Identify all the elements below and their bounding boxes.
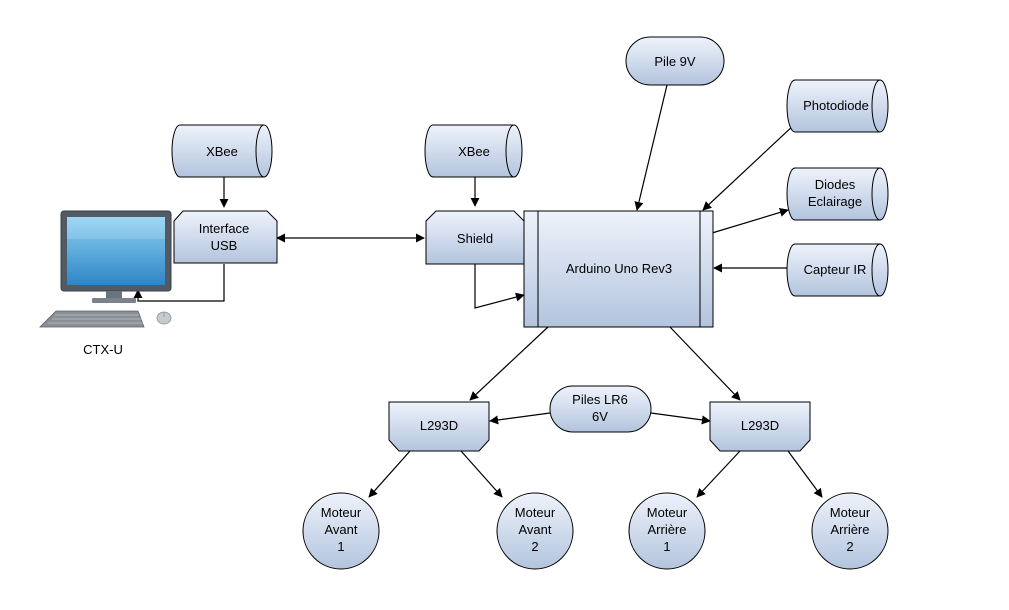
moteur-arriere-2-line1: Moteur — [830, 505, 871, 520]
piles-lr6-label-line2: 6V — [592, 409, 608, 424]
arduino-label: Arduino Uno Rev3 — [566, 261, 672, 276]
moteur-arriere-1-line1: Moteur — [647, 505, 688, 520]
pile-9v-node: Pile 9V — [625, 36, 725, 86]
edge-l293d-right-to-moteur-arriere-2 — [787, 450, 823, 498]
edge-l293d-left-to-moteur-avant-2 — [460, 450, 503, 498]
piles-lr6-label-line1: Piles LR6 — [572, 392, 628, 407]
shield-label: Shield — [457, 231, 493, 246]
moteur-avant-2-node: Moteur Avant 2 — [496, 492, 574, 570]
xbee-left-node: XBee — [171, 124, 273, 178]
moteur-avant-2-line2: Avant — [518, 522, 551, 537]
moteur-avant-1-line1: Moteur — [321, 505, 362, 520]
arduino-node: Arduino Uno Rev3 — [523, 210, 714, 328]
edge-shield-to-arduino — [474, 264, 525, 309]
l293d-right-label: L293D — [741, 418, 779, 433]
edge-piles-to-l293d-right — [650, 412, 711, 425]
ctx-u-label: CTX-U — [83, 342, 123, 357]
photodiode-node: Photodiode — [786, 79, 889, 133]
edge-arduino-to-l293d-left — [469, 326, 549, 401]
moteur-arriere-2-node: Moteur Arrière 2 — [811, 492, 889, 570]
diodes-eclairage-node: Diodes Eclairage — [786, 167, 889, 221]
diodes-label-line2: Eclairage — [808, 194, 862, 209]
moteur-avant-2-line3: 2 — [531, 539, 538, 554]
l293d-right-node: L293D — [709, 401, 811, 452]
edges — [133, 84, 823, 498]
diodes-label-line1: Diodes — [815, 177, 856, 192]
moteur-arriere-2-line2: Arrière — [830, 522, 869, 537]
edge-arduino-to-l293d-right — [669, 326, 741, 401]
moteur-avant-2-line1: Moteur — [515, 505, 556, 520]
moteur-avant-1-line3: 1 — [337, 539, 344, 554]
xbee-mid-label: XBee — [458, 144, 490, 159]
interface-usb-node: Interface USB — [173, 210, 278, 264]
edge-interface-to-computer — [133, 264, 225, 302]
photodiode-label: Photodiode — [803, 98, 869, 113]
interface-usb-label-line2: USB — [211, 238, 238, 253]
edge-l293d-left-to-moteur-avant-1 — [368, 450, 411, 498]
moteur-arriere-2-line3: 2 — [846, 539, 853, 554]
interface-usb-label-line1: Interface — [199, 221, 250, 236]
moteur-avant-1-node: Moteur Avant 1 — [302, 492, 380, 570]
moteur-arriere-1-line2: Arrière — [647, 522, 686, 537]
xbee-mid-node: XBee — [424, 124, 523, 178]
edge-arduino-to-diodes — [711, 208, 789, 234]
moteur-arriere-1-node: Moteur Arrière 1 — [628, 492, 706, 570]
capteur-ir-label: Capteur IR — [804, 262, 867, 277]
edge-photodiode-to-arduino — [702, 123, 796, 211]
desktop-computer-icon — [39, 210, 172, 328]
pile-9v-label: Pile 9V — [654, 54, 696, 69]
piles-lr6-node: Piles LR6 6V — [549, 385, 652, 433]
edge-pile9v-to-arduino — [634, 84, 668, 211]
moteur-arriere-1-line3: 1 — [663, 539, 670, 554]
edge-piles-to-l293d-left — [489, 412, 551, 425]
moteur-avant-1-line2: Avant — [324, 522, 357, 537]
xbee-left-label: XBee — [206, 144, 238, 159]
l293d-left-node: L293D — [388, 401, 490, 452]
l293d-left-label: L293D — [420, 418, 458, 433]
shield-node: Shield — [425, 210, 525, 265]
edge-l293d-right-to-moteur-arriere-1 — [696, 450, 741, 498]
capteur-ir-node: Capteur IR — [786, 243, 889, 297]
